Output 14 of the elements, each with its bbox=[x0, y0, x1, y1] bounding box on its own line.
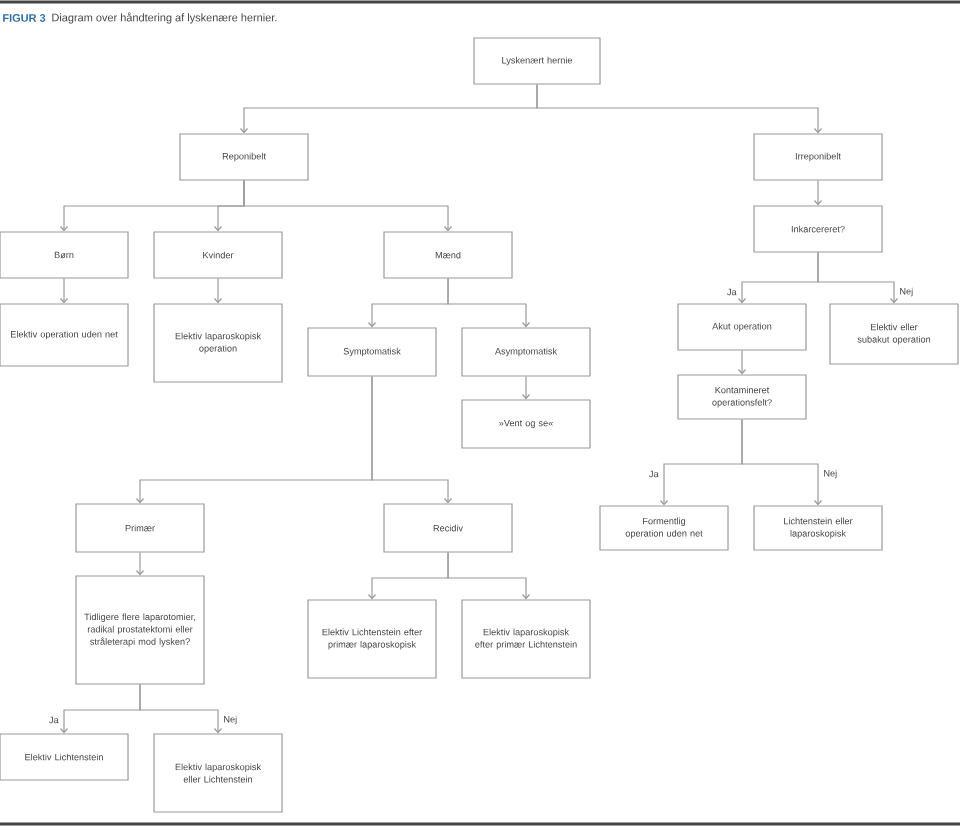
arrow bbox=[447, 552, 531, 600]
arrow bbox=[521, 376, 531, 400]
arrow bbox=[536, 84, 823, 134]
arrow bbox=[135, 552, 145, 576]
arrow bbox=[813, 180, 823, 206]
arrow bbox=[139, 684, 223, 734]
arrow bbox=[213, 278, 223, 304]
arrow bbox=[817, 252, 899, 304]
arrow bbox=[737, 350, 747, 375]
arrow bbox=[243, 180, 453, 232]
arrow bbox=[741, 419, 823, 506]
arrow bbox=[371, 376, 453, 504]
arrow bbox=[447, 278, 531, 328]
arrow bbox=[59, 278, 69, 304]
